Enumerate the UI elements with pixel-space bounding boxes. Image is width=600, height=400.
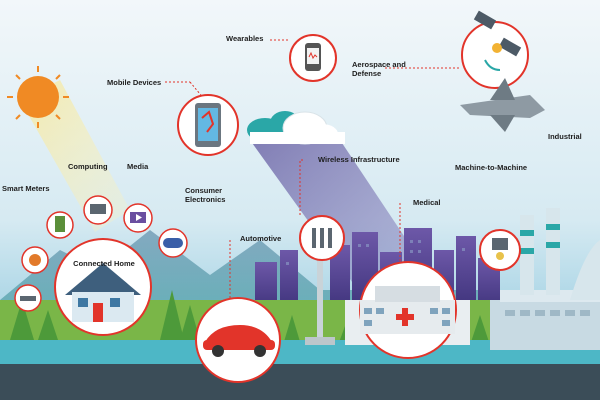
road bbox=[0, 364, 600, 400]
label-medical: Medical bbox=[413, 198, 441, 207]
label-machine-to-machine: Machine-to-Machine bbox=[455, 163, 528, 172]
wireless-infrastructure-circle bbox=[299, 215, 345, 261]
laptop-circle bbox=[83, 195, 113, 225]
smart-meter-circle bbox=[21, 246, 49, 274]
industrial-circle bbox=[479, 229, 521, 271]
label-mobile-devices: Mobile Devices bbox=[107, 78, 162, 87]
wearables-circle bbox=[289, 34, 337, 82]
router-circle bbox=[14, 284, 42, 312]
skyline-windows bbox=[286, 240, 465, 265]
label-connected-home: Connected Home bbox=[73, 259, 135, 268]
cell-tower-illustration bbox=[305, 255, 335, 345]
gamepad-circle bbox=[158, 228, 188, 258]
mobile-devices-circle bbox=[177, 94, 239, 156]
medical-circle bbox=[359, 261, 457, 359]
label-computing: Computing bbox=[68, 162, 108, 171]
label-wireless-infrastructure: Wireless Infrastructure bbox=[318, 155, 400, 164]
automotive-circle bbox=[195, 297, 281, 383]
jet-icon bbox=[460, 78, 545, 132]
label-consumer-electronics: Consumer Electronics bbox=[185, 186, 226, 204]
label-industrial: Industrial bbox=[548, 132, 582, 141]
aerospace-circle bbox=[461, 10, 529, 89]
computing-circle bbox=[46, 211, 74, 239]
connected-home-circle bbox=[54, 238, 152, 336]
factory-illustration bbox=[490, 208, 600, 350]
label-wearables: Wearables bbox=[226, 34, 264, 43]
label-media: Media bbox=[127, 162, 149, 171]
label-aerospace: Aerospace and Defense bbox=[352, 60, 406, 78]
sun-beam bbox=[20, 80, 130, 232]
label-automotive: Automotive bbox=[240, 234, 282, 243]
media-circle bbox=[123, 203, 153, 233]
label-smart-meters: Smart Meters bbox=[2, 184, 50, 193]
sun-icon bbox=[7, 66, 69, 128]
cloud-icon bbox=[247, 111, 345, 145]
